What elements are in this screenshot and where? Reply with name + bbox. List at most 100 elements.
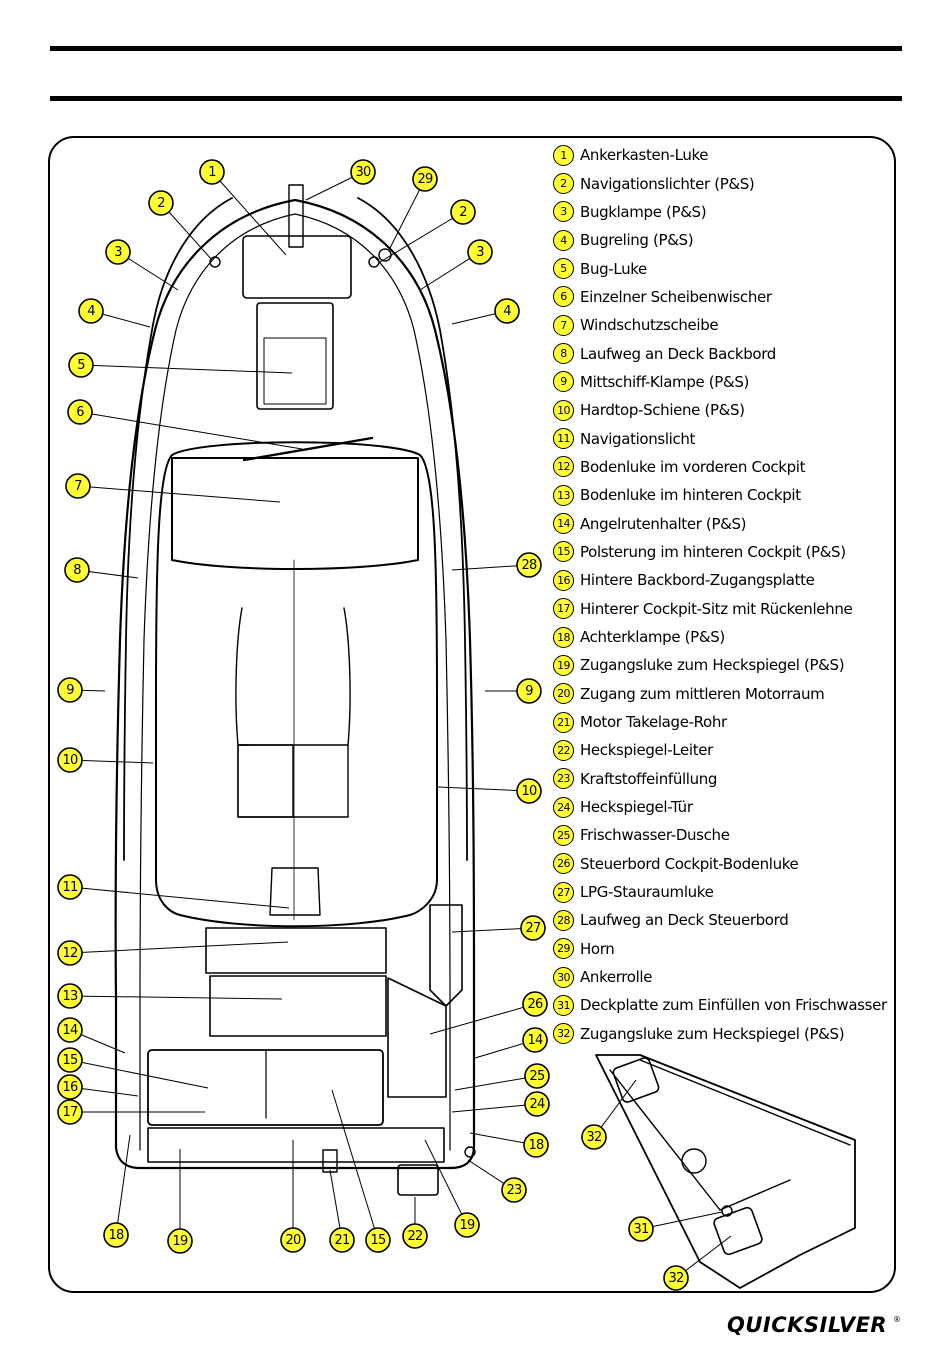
callout-18: 18 xyxy=(103,1134,131,1248)
callout-number: 16 xyxy=(63,1080,78,1095)
callout-badge xyxy=(350,159,376,185)
callout-badge xyxy=(494,298,520,324)
legend-badge: 8 xyxy=(553,343,574,365)
legend-badge: 9 xyxy=(553,371,574,393)
legend-label: Bugklampe (P&S) xyxy=(580,202,707,221)
legend-badge: 21 xyxy=(553,711,574,733)
callout-3: 3 xyxy=(105,239,179,291)
callout-badge xyxy=(522,991,548,1017)
callout-badge xyxy=(57,1047,83,1073)
legend-badge: 25 xyxy=(553,824,574,846)
wiper xyxy=(242,436,374,462)
leader-line xyxy=(331,1089,379,1241)
hardtop-vent-port xyxy=(235,607,249,746)
callout-number: 2 xyxy=(459,205,466,220)
callout-badge xyxy=(78,298,104,324)
inset-transom xyxy=(609,1059,851,1211)
callout-number: 7 xyxy=(74,479,82,494)
callout-badge xyxy=(365,1227,391,1253)
callout-2: 2 xyxy=(379,199,476,263)
callout-7: 7 xyxy=(65,473,281,503)
callout-2: 2 xyxy=(148,190,213,261)
callout-badge xyxy=(103,1222,129,1248)
legend-label: Ankerkasten-Luke xyxy=(580,146,709,165)
legend-label: Laufweg an Deck Steuerbord xyxy=(580,911,789,930)
legend-label: Polsterung im hinteren Cockpit (P&S) xyxy=(580,542,846,561)
callout-number: 32 xyxy=(669,1271,684,1286)
leader-line xyxy=(77,485,281,503)
callout-10: 10 xyxy=(437,778,542,804)
fuel-filler xyxy=(464,1146,476,1158)
inset-drawing xyxy=(595,1054,856,1289)
leader-line xyxy=(69,941,289,954)
hardtop xyxy=(155,441,438,928)
legend-badge: 6 xyxy=(553,286,574,308)
callout-badge xyxy=(516,678,542,704)
fwd-cockpit-hatch xyxy=(205,927,387,974)
legend-label: Laufweg an Deck Backbord xyxy=(580,344,776,363)
leader-line xyxy=(211,171,287,256)
leader-line xyxy=(424,1139,468,1226)
legend-badge: 3 xyxy=(553,201,574,223)
callout-number: 4 xyxy=(87,304,95,319)
leader-line xyxy=(69,759,154,764)
legend-badge: 15 xyxy=(553,541,574,563)
callout-21: 21 xyxy=(329,1169,355,1253)
legend-badge: 28 xyxy=(553,909,574,931)
legend-badge: 26 xyxy=(553,853,574,875)
leader-line xyxy=(389,178,426,249)
callout-9: 9 xyxy=(57,677,106,703)
callout-3: 3 xyxy=(419,239,493,291)
callout-number: 3 xyxy=(114,245,122,260)
callout-24: 24 xyxy=(451,1091,550,1117)
callout-badge xyxy=(524,1063,550,1089)
callout-27: 27 xyxy=(451,915,546,941)
callout-badge xyxy=(412,166,438,192)
callout-19: 19 xyxy=(424,1139,480,1238)
callout-25: 25 xyxy=(454,1063,550,1091)
callout-badge xyxy=(57,1099,83,1125)
legend-item: 15 Polsterung im hinteren Cockpit (P&S) xyxy=(553,538,903,566)
callout-badge xyxy=(628,1216,654,1242)
callout-18: 18 xyxy=(469,1132,549,1158)
registered-mark: ® xyxy=(893,1315,901,1324)
callout-badge xyxy=(524,1091,550,1117)
leader-line xyxy=(454,1075,538,1091)
callout-number: 15 xyxy=(371,1233,386,1248)
callout-badge xyxy=(516,552,542,578)
callout-number: 22 xyxy=(408,1229,423,1244)
leader-line xyxy=(69,995,283,1000)
nav-light-starboard xyxy=(368,256,380,268)
leader-line xyxy=(451,564,530,571)
leader-line xyxy=(79,411,303,450)
callout-15: 15 xyxy=(331,1089,391,1253)
callout-number: 5 xyxy=(77,358,85,373)
callout-6: 6 xyxy=(67,399,303,450)
legend-badge: 1 xyxy=(553,144,574,166)
hardtop-panel-rear xyxy=(237,744,294,818)
callout-32: 32 xyxy=(581,1079,637,1150)
callout-badge xyxy=(64,557,90,583)
bow-rail-starboard xyxy=(357,197,468,861)
callout-badge xyxy=(105,239,131,265)
callout-28: 28 xyxy=(451,552,542,578)
legend-badge: 19 xyxy=(553,654,574,676)
legend-label: Kraftstoffeinfüllung xyxy=(580,769,718,788)
callout-10: 10 xyxy=(57,747,154,773)
callout-number: 29 xyxy=(418,172,433,187)
leader-line xyxy=(69,1059,209,1089)
inset-hatch-lower xyxy=(713,1206,763,1256)
